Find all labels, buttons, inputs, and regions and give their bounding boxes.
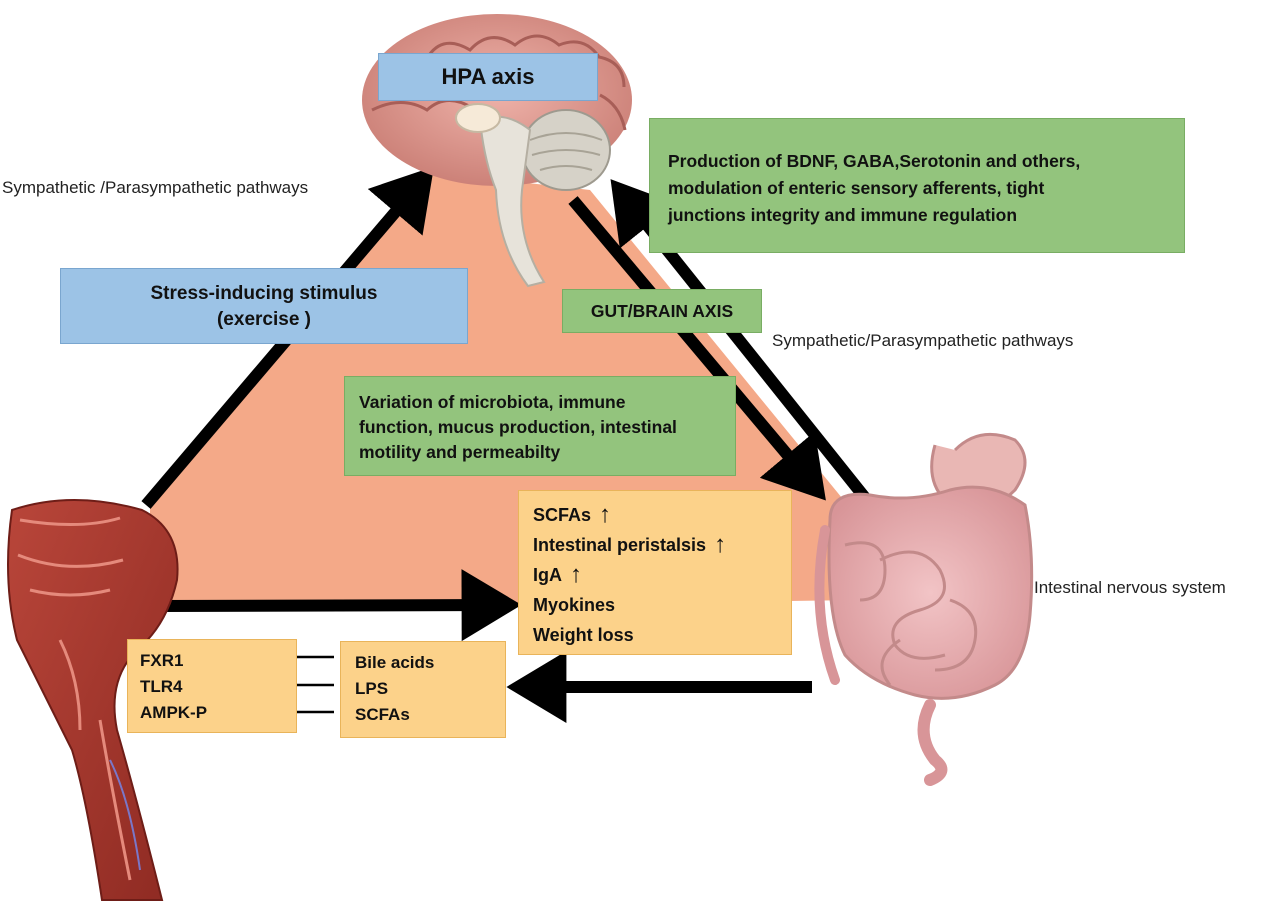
effect-label: Weight loss: [533, 625, 634, 645]
variation-line: motility and permeabilty: [359, 442, 561, 462]
up-arrow-icon: ↑: [714, 531, 727, 558]
production-line: junctions integrity and immune regulatio…: [668, 205, 1018, 225]
stress-stimulus-line2: (exercise ): [216, 309, 311, 330]
effect-label: IgA: [533, 565, 562, 585]
muscle-targets-box: FXR1 TLR4 AMPK-P: [127, 639, 297, 733]
stress-stimulus-line1: Stress-inducing stimulus: [150, 283, 378, 304]
arrow-muscle-to-gut: [159, 569, 522, 642]
variation-line: Variation of microbiota, immune: [359, 392, 626, 412]
hpa-axis-box: HPA axis: [378, 53, 598, 101]
intestinal-nervous-system-label: Intestinal nervous system: [1034, 578, 1226, 597]
muscle-target-item: AMPK-P: [140, 703, 208, 722]
gut-signal-item: Bile acids: [355, 653, 435, 672]
effect-label: Myokines: [533, 595, 616, 615]
effect-item: Intestinal peristalsis ↑: [533, 530, 791, 560]
effects-box: SCFAs ↑ Intestinal peristalsis ↑ IgA ↑ M…: [518, 490, 792, 655]
muscle-target-item: FXR1: [140, 651, 184, 670]
up-arrow-icon: ↑: [570, 561, 582, 588]
variation-box: Variation of microbiota, immune function…: [344, 376, 736, 476]
gut-signals-box: Bile acids LPS SCFAs: [340, 641, 506, 738]
gut-brain-axis-label: GUT/BRAIN AXIS: [590, 301, 734, 321]
effect-item: Myokines: [533, 590, 791, 620]
gut-brain-axis-box: GUT/BRAIN AXIS: [562, 289, 762, 333]
variation-line: function, mucus production, intestinal: [359, 417, 677, 437]
effect-label: Intestinal peristalsis: [533, 535, 707, 555]
hpa-axis-label: HPA axis: [441, 64, 535, 89]
up-arrow-icon: ↑: [599, 501, 612, 528]
production-line: modulation of enteric sensory afferents,…: [668, 178, 1045, 198]
arrow-muscle-to-brain: [141, 166, 434, 509]
effect-label: SCFAs: [533, 505, 592, 525]
gut-signal-item: LPS: [355, 679, 389, 698]
stress-stimulus-box: Stress-inducing stimulus (exercise ): [60, 268, 468, 344]
effect-item: Weight loss: [533, 620, 791, 650]
muscle-target-item: TLR4: [140, 677, 183, 696]
production-line: Production of BDNF, GABA,Serotonin and o…: [668, 151, 1081, 171]
muscle-illustration: [7, 499, 179, 901]
production-box: Production of BDNF, GABA,Serotonin and o…: [649, 118, 1185, 253]
gut-signal-item: SCFAs: [355, 705, 410, 724]
intestine-illustration: [814, 432, 1034, 786]
effect-item: SCFAs ↑: [533, 500, 791, 530]
pathway-label-left: Sympathetic /Parasympathetic pathways: [2, 178, 309, 197]
pathway-label-right: Sympathetic/Parasympathetic pathways: [772, 331, 1074, 350]
effect-item: IgA ↑: [533, 560, 791, 590]
